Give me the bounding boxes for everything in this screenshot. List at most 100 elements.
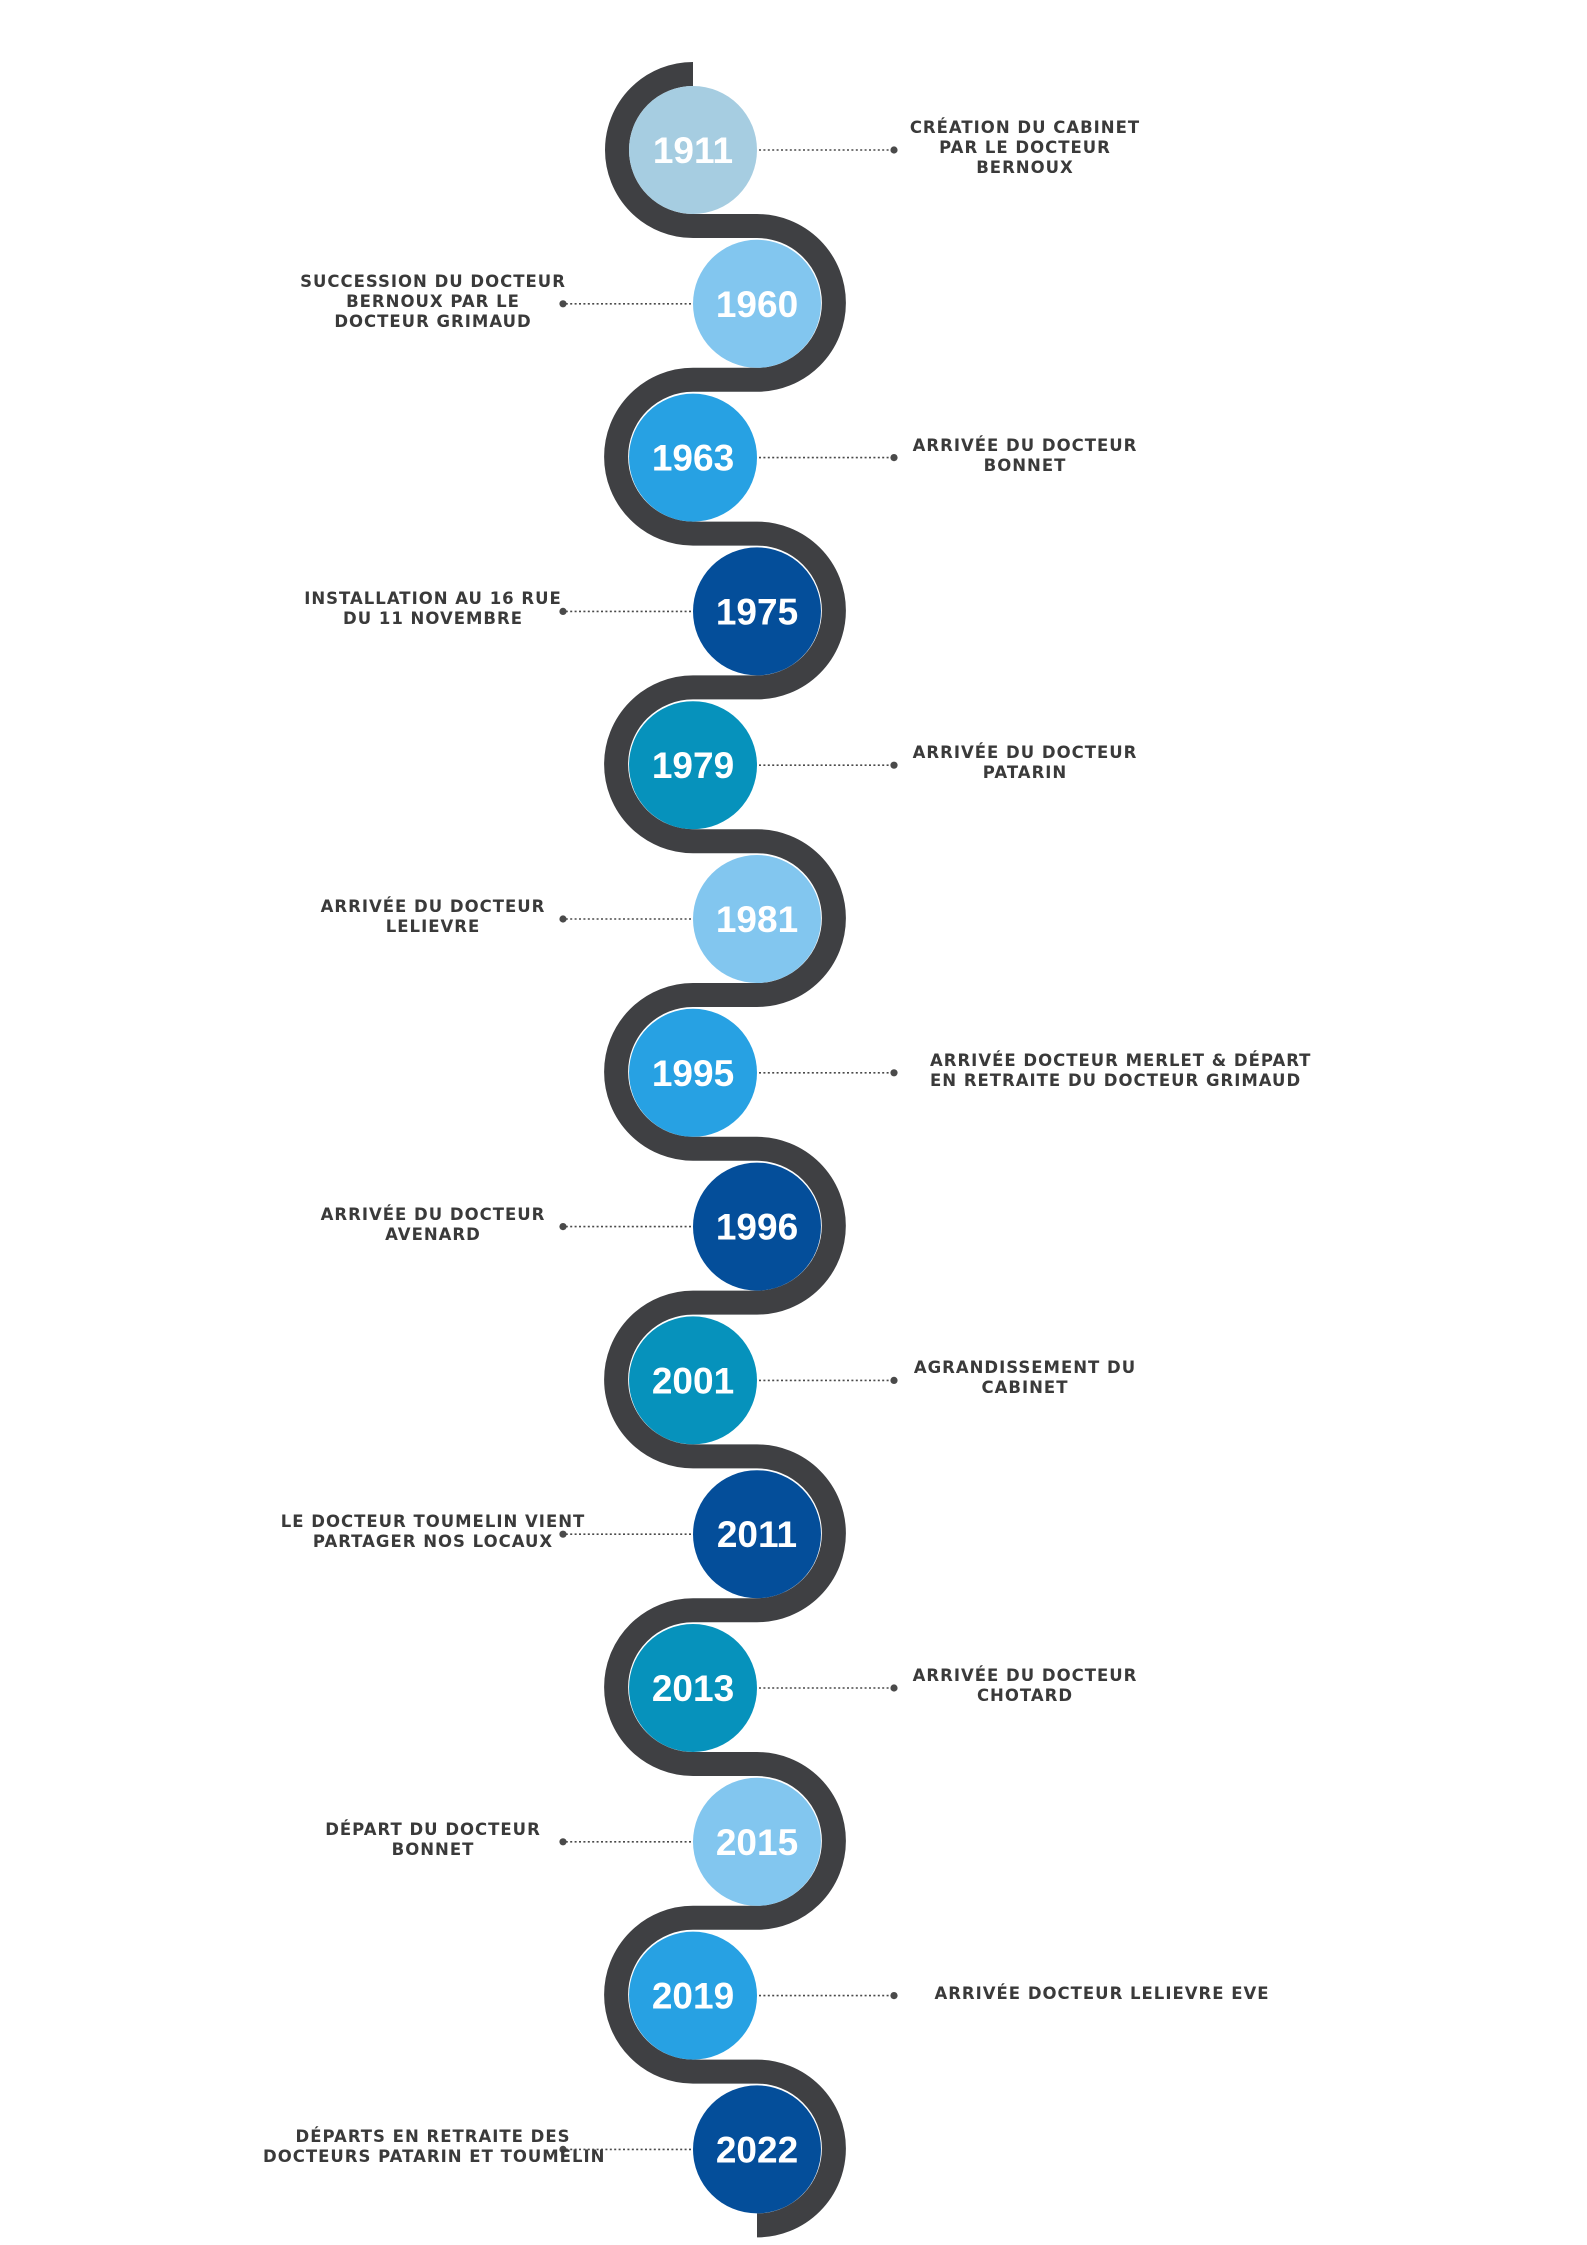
year-circle-1979: [629, 701, 757, 830]
year-node-2013: 2013: [629, 1624, 757, 1752]
year-circle-1981: [693, 855, 821, 983]
event-description-2019: ARRIVÉE DOCTEUR LELIEVRE EVE: [932, 1984, 1272, 2004]
event-description-line: PARTAGER NOS LOCAUX: [312, 1532, 554, 1552]
connector-dot-2013: [890, 1684, 898, 1692]
year-node-1995: 1995: [629, 1008, 757, 1137]
connector-lines: [559, 146, 898, 2153]
year-circle-2015: [693, 1777, 821, 1906]
year-label-2022: 2022: [716, 2129, 798, 2170]
event-description-line: ARRIVÉE DU DOCTEUR: [912, 743, 1138, 763]
year-label-1995: 1995: [652, 1053, 734, 1094]
event-description-line: LE DOCTEUR TOUMELIN VIENT: [280, 1512, 586, 1532]
connector-dot-1911: [890, 146, 898, 154]
year-node-1960: 1960: [693, 239, 821, 368]
year-label-2011: 2011: [717, 1514, 797, 1555]
year-node-2015: 2015: [693, 1777, 821, 1906]
connector-dot-2001: [890, 1376, 898, 1384]
year-circle-1963: [629, 393, 757, 522]
event-description-line: PATARIN: [982, 763, 1068, 783]
event-description-line: ARRIVÉE DOCTEUR MERLET & DÉPART: [930, 1050, 1312, 1070]
serpentine-timeline-path: [604, 62, 846, 2238]
year-circle-1960: [693, 239, 821, 368]
year-node-2011: 2011: [693, 1470, 821, 1599]
connector-dot-1960: [559, 300, 567, 308]
connector-dot-1995: [890, 1069, 898, 1077]
year-node-1963: 1963: [629, 393, 757, 522]
year-nodes: 1911 1960 1963 1975 1979 1981 1995 1996 2001 2011…: [629, 86, 821, 2214]
event-description-line: EN RETRAITE DU DOCTEUR GRIMAUD: [930, 1070, 1302, 1090]
event-description-line: SUCCESSION DU DOCTEUR: [300, 271, 566, 291]
year-circle-2022: [693, 2085, 821, 2214]
year-node-1981: 1981: [693, 855, 821, 983]
year-circle-2013: [629, 1624, 757, 1752]
year-circle-2019: [629, 1931, 757, 2060]
year-circle-1911: [629, 86, 757, 214]
event-description-line: DOCTEURS PATARIN ET TOUMELIN: [263, 2147, 606, 2167]
connector-dot-1979: [890, 761, 898, 769]
event-description-line: AGRANDISSEMENT DU: [913, 1358, 1137, 1378]
year-label-1996: 1996: [716, 1207, 798, 1248]
event-description-line: DÉPARTS EN RETRAITE DES: [295, 2127, 571, 2147]
connector-dot-2022: [559, 2145, 567, 2153]
year-node-2001: 2001: [629, 1316, 757, 1445]
year-node-1979: 1979: [629, 701, 757, 830]
event-description-line: ARRIVÉE DOCTEUR LELIEVRE EVE: [934, 1983, 1270, 2003]
connector-dot-1975: [559, 607, 567, 616]
event-description-line: INSTALLATION AU 16 RUE: [304, 589, 562, 609]
year-circle-1975: [693, 547, 821, 676]
year-circle-2011: [693, 1470, 821, 1599]
event-description-line: BONNET: [391, 1839, 475, 1859]
event-description-line: ARRIVÉE DU DOCTEUR: [320, 1204, 546, 1224]
connector-dot-2011: [559, 1530, 567, 1538]
year-node-2019: 2019: [629, 1931, 757, 2060]
event-description-line: PAR LE DOCTEUR: [939, 138, 1111, 157]
connector-dot-2019: [890, 1992, 898, 2000]
event-description-line: CHOTARD: [976, 1686, 1074, 1705]
year-label-2019: 2019: [652, 1976, 734, 2017]
year-circle-1996: [693, 1162, 821, 1291]
event-description-line: ARRIVÉE DU DOCTEUR: [912, 435, 1138, 455]
event-description-line: CRÉATION DU CABINET: [909, 118, 1141, 137]
event-description-line: CABINET: [981, 1378, 1069, 1398]
year-label-1975: 1975: [716, 591, 798, 632]
year-label-2015: 2015: [716, 1822, 798, 1863]
event-description-line: ARRIVÉE DU DOCTEUR: [320, 897, 546, 916]
year-node-2022: 2022: [693, 2085, 821, 2214]
event-description-line: DU 11 NOVEMBRE: [343, 609, 523, 629]
year-circle-2001: [629, 1316, 757, 1445]
connector-dot-2015: [559, 1838, 567, 1846]
event-description-line: BONNET: [983, 455, 1067, 475]
event-description-line: ARRIVÉE DU DOCTEUR: [912, 1666, 1138, 1685]
connector-dot-1996: [559, 1223, 567, 1231]
connector-dot-1981: [559, 915, 567, 923]
event-description-line: AVENARD: [385, 1224, 481, 1244]
year-node-1911: 1911: [629, 86, 757, 214]
event-description-line: BERNOUX: [976, 158, 1074, 177]
year-node-1975: 1975: [693, 547, 821, 676]
event-description-line: LELIEVRE: [385, 917, 481, 936]
year-label-1911: 1911: [653, 130, 733, 171]
year-circle-1995: [629, 1008, 757, 1137]
year-label-1963: 1963: [652, 438, 734, 479]
event-description-line: BERNOUX PAR LE: [346, 291, 520, 311]
year-label-2001: 2001: [652, 1360, 734, 1401]
year-label-2013: 2013: [652, 1668, 734, 1709]
connector-dot-1963: [890, 454, 898, 462]
year-label-1981: 1981: [716, 899, 798, 940]
year-label-1960: 1960: [716, 284, 798, 325]
event-description-line: DOCTEUR GRIMAUD: [334, 311, 532, 331]
